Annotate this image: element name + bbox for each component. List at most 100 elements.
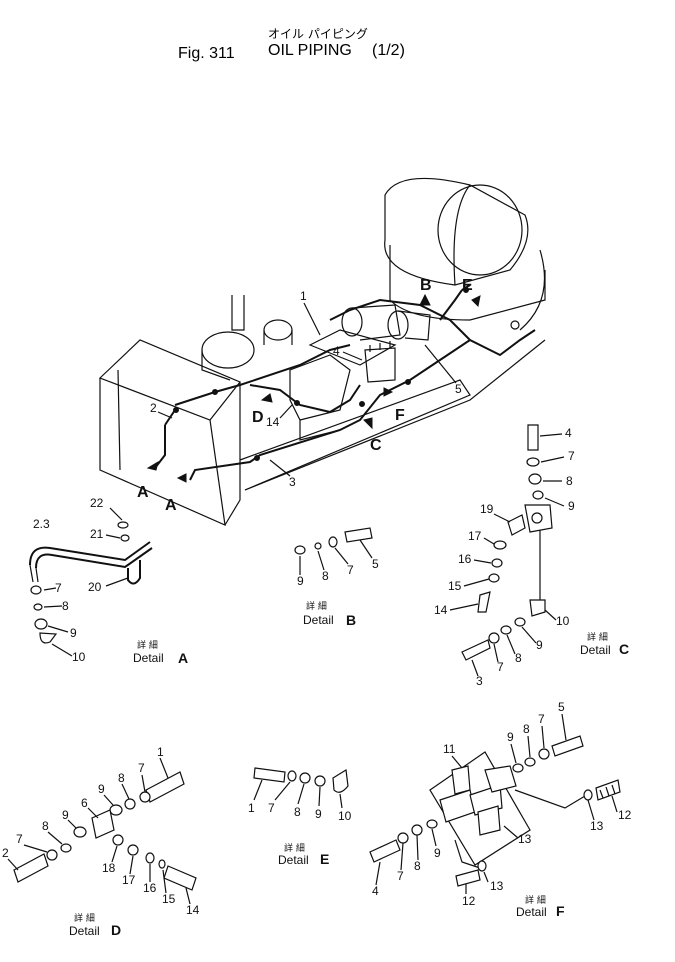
detail-e-callout-7: 7 — [268, 801, 275, 815]
detail-d-callout-9: 9 — [98, 782, 105, 796]
detail-a-callout-2-3: 2.3 — [33, 517, 50, 531]
detail-c-callout-8b: 8 — [515, 651, 522, 665]
detail-e-callout-1: 1 — [248, 801, 255, 815]
detail-b-callout-7: 7 — [347, 563, 354, 577]
detail-c-callout-10: 10 — [556, 614, 570, 628]
callout-2: 2 — [150, 401, 157, 415]
detail-f-callout-8b: 8 — [414, 859, 421, 873]
detail-f-callout-7: 7 — [538, 712, 545, 726]
title-japanese: オイル パイピング — [268, 27, 368, 41]
detail-d-callout-2: 2 — [2, 846, 9, 860]
detail-c-callout-14: 14 — [434, 603, 448, 617]
detail-c-callout-19: 19 — [480, 502, 494, 516]
detail-a-callout-8: 8 — [62, 599, 69, 613]
detail-c-callout-16: 16 — [458, 552, 472, 566]
callout-4: 4 — [333, 344, 340, 358]
view-letter-a1: A — [137, 484, 149, 501]
detail-d-jp: 詳 細 — [74, 912, 95, 924]
detail-a-callout-20: 20 — [88, 580, 102, 594]
detail-f-callout-13: 13 — [590, 819, 604, 833]
detail-a-callout-7: 7 — [55, 581, 62, 595]
detail-c-label: Detail — [580, 643, 611, 657]
detail-b-jp: 詳 細 — [306, 600, 327, 612]
view-letter-a2: A — [165, 497, 177, 514]
callout-14: 14 — [266, 415, 280, 429]
detail-c-callout-4: 4 — [565, 426, 572, 440]
detail-d-callout-9b: 9 — [62, 808, 69, 822]
figure-number: Fig. 311 — [178, 45, 235, 62]
detail-f-callout-12: 12 — [618, 808, 632, 822]
callout-3: 3 — [289, 475, 296, 489]
detail-d-callout-15: 15 — [162, 892, 176, 906]
detail-f-callout-13c: 13 — [490, 879, 504, 893]
detail-f: 11 9 8 7 5 12 13 13 9 8 7 4 12 13 詳 細 De… — [369, 700, 632, 919]
detail-d-letter: D — [111, 922, 121, 938]
view-letter-d: D — [252, 409, 264, 426]
detail-f-callout-13b: 13 — [518, 832, 532, 846]
detail-f-callout-8: 8 — [523, 722, 530, 736]
view-letter-c: C — [370, 437, 382, 454]
detail-e-callout-8: 8 — [294, 805, 301, 819]
detail-d-callout-8: 8 — [118, 771, 125, 785]
detail-a-callout-22: 22 — [90, 496, 104, 510]
detail-d-callout-8b: 8 — [42, 819, 49, 833]
detail-d-callout-7: 7 — [138, 761, 145, 775]
detail-e: 1 7 8 9 10 詳 細 Detail E — [248, 767, 352, 867]
view-letter-f: F — [395, 407, 405, 424]
detail-c-letter: C — [619, 641, 629, 657]
detail-d-callout-18: 18 — [102, 861, 116, 875]
detail-f-callout-11: 11 — [443, 742, 456, 756]
detail-f-letter: F — [556, 903, 565, 919]
detail-d-callout-17: 17 — [122, 873, 136, 887]
detail-f-label: Detail — [516, 905, 547, 919]
detail-c-callout-9: 9 — [568, 499, 575, 513]
detail-b: 9 8 7 5 詳 細 Detail B — [294, 527, 379, 628]
detail-f-callout-7b: 7 — [397, 869, 404, 883]
detail-c-callout-17: 17 — [468, 529, 482, 543]
detail-e-jp: 詳 細 — [284, 842, 305, 854]
detail-f-callout-12b: 12 — [462, 894, 476, 908]
detail-f-callout-9: 9 — [507, 730, 514, 744]
detail-c-callout-15: 15 — [448, 579, 462, 593]
detail-d: 1 7 8 9 6 9 8 7 2 18 17 16 15 14 詳 細 Det… — [2, 745, 200, 938]
detail-f-callout-5: 5 — [558, 700, 565, 714]
figure-title: OIL PIPING — [268, 42, 352, 59]
detail-a-callout-10: 10 — [72, 650, 86, 664]
detail-a-callout-21: 21 — [90, 527, 104, 541]
figure-part: (1/2) — [372, 42, 405, 59]
detail-d-callout-6: 6 — [81, 796, 88, 810]
detail-b-letter: B — [346, 612, 356, 628]
machine-illustration — [98, 177, 546, 526]
detail-a-callout-9: 9 — [70, 626, 77, 640]
detail-b-callout-9: 9 — [297, 574, 304, 588]
detail-e-letter: E — [320, 851, 329, 867]
detail-a: 2.3 7 8 9 10 20 21 22 詳 細 Detail A — [29, 496, 188, 666]
main-callouts: 1 2 3 4 5 14 A A B C D E F — [137, 277, 473, 514]
detail-c-callout-3: 3 — [476, 674, 483, 688]
detail-a-jp: 詳 細 — [137, 639, 158, 651]
detail-c-callout-7: 7 — [568, 449, 575, 463]
detail-e-callout-10: 10 — [338, 809, 352, 823]
detail-e-callout-9: 9 — [315, 807, 322, 821]
detail-d-callout-1: 1 — [157, 745, 164, 759]
detail-d-callout-14: 14 — [186, 903, 200, 917]
detail-e-label: Detail — [278, 853, 309, 867]
detail-d-label: Detail — [69, 924, 100, 938]
detail-c-callout-7b: 7 — [497, 660, 504, 674]
detail-d-callout-16: 16 — [143, 881, 157, 895]
detail-b-callout-5: 5 — [372, 557, 379, 571]
detail-d-callout-7b: 7 — [16, 832, 23, 846]
detail-c-jp: 詳 細 — [587, 631, 608, 643]
detail-a-label: Detail — [133, 651, 164, 665]
detail-f-jp: 詳 細 — [525, 894, 546, 906]
detail-a-letter: A — [178, 650, 188, 666]
detail-c-callout-8: 8 — [566, 474, 573, 488]
detail-f-callout-4: 4 — [372, 884, 379, 898]
callout-1: 1 — [300, 289, 307, 303]
detail-b-callout-8: 8 — [322, 569, 329, 583]
callout-5: 5 — [455, 382, 462, 396]
detail-b-label: Detail — [303, 613, 334, 627]
view-letter-e: E — [462, 277, 473, 294]
detail-c-callout-9b: 9 — [536, 638, 543, 652]
